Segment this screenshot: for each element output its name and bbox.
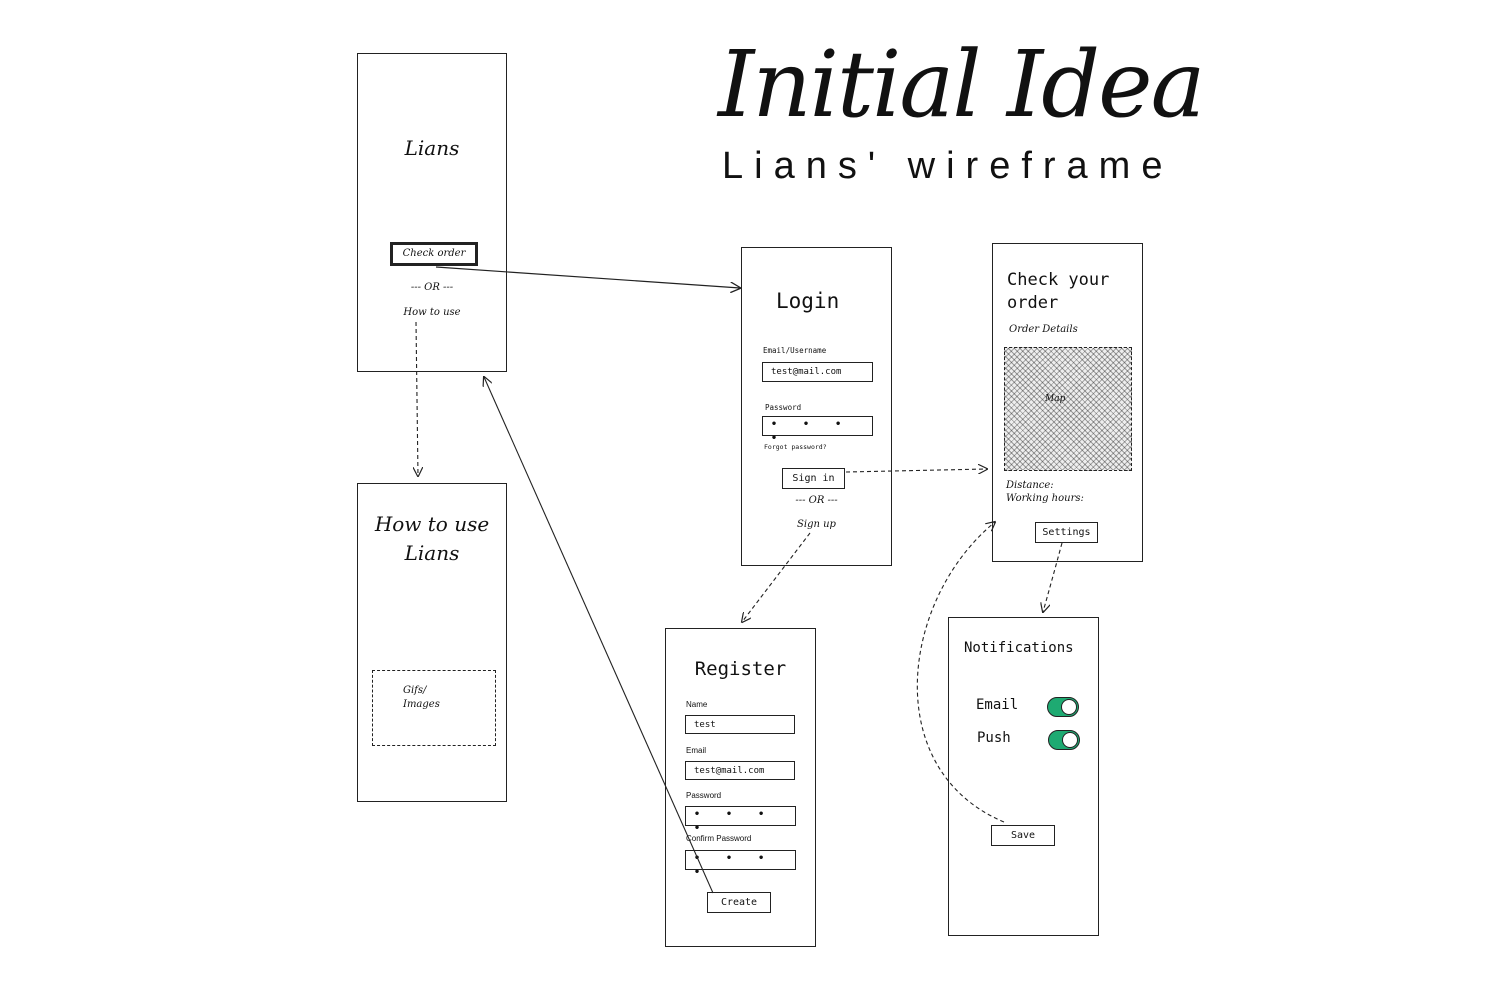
- register-name-label: Name: [686, 700, 708, 709]
- sign-in-button[interactable]: Sign in: [782, 468, 845, 489]
- media-label-line2: Images: [403, 699, 440, 710]
- arrow-sign-in-to-order: [845, 469, 987, 472]
- check-order-title: Check your order: [1007, 269, 1109, 315]
- push-toggle-knob: [1062, 732, 1078, 748]
- login-password-label: Password: [765, 403, 802, 412]
- settings-button[interactable]: Settings: [1035, 522, 1098, 543]
- map-label: Map: [1045, 394, 1066, 404]
- check-order-screen: Check your order Order Details Map Dista…: [992, 243, 1143, 562]
- home-or-divider: --- OR ---: [410, 282, 454, 293]
- diagram-subtitle: Lians' wireframe: [722, 145, 1174, 187]
- how-to-use-screen: How to use Lians Gifs/ Images: [357, 483, 507, 802]
- create-button[interactable]: Create: [707, 892, 771, 913]
- login-or-divider: --- OR ---: [795, 495, 838, 506]
- map-placeholder: Map: [1004, 347, 1132, 471]
- login-email-field[interactable]: test@mail.com: [762, 362, 873, 382]
- order-details-label: Order Details: [1009, 324, 1078, 335]
- register-email-label: Email: [686, 746, 707, 755]
- how-to-use-link[interactable]: How to use: [403, 307, 461, 318]
- arrow-sign-up-to-register: [742, 532, 811, 622]
- home-screen: Lians Check order --- OR --- How to use: [357, 53, 507, 372]
- register-confirm-field[interactable]: • • • •: [685, 850, 796, 878]
- arrow-settings-to-notifications: [1043, 542, 1063, 612]
- arrow-check-order-to-login: [435, 266, 740, 288]
- sign-up-link[interactable]: Sign up: [797, 519, 836, 530]
- how-to-use-title-line2: Lians: [404, 541, 460, 565]
- arrow-create-to-home: [484, 377, 714, 894]
- check-order-button[interactable]: Check order: [390, 242, 478, 266]
- register-title: Register: [694, 658, 787, 680]
- arrow-save-to-order: [916, 522, 1005, 823]
- notifications-title: Notifications: [964, 640, 1074, 656]
- media-label-line1: Gifs/: [403, 685, 427, 696]
- home-title: Lians: [404, 136, 460, 160]
- check-order-title-line1: Check your: [1007, 270, 1110, 290]
- forgot-password-link[interactable]: Forgot password?: [764, 443, 827, 451]
- arrow-how-to-use-to-guide: [416, 321, 418, 476]
- email-toggle-knob: [1061, 699, 1077, 715]
- login-screen: Login Email/Username test@mail.com Passw…: [741, 247, 892, 566]
- check-order-title-line2: order: [1007, 293, 1059, 313]
- distance-label: Distance:: [1006, 480, 1054, 491]
- push-toggle[interactable]: [1048, 730, 1080, 750]
- register-confirm-label: Confirm Password: [686, 834, 752, 843]
- register-email-field[interactable]: test@mail.com: [685, 761, 795, 780]
- register-password-label: Password: [686, 791, 722, 800]
- login-password-field[interactable]: • • • •: [762, 416, 873, 444]
- media-placeholder-label: Gifs/ Images: [403, 684, 440, 712]
- login-email-label: Email/Username: [763, 346, 827, 355]
- how-to-use-title-line1: How to use: [374, 512, 490, 536]
- how-to-use-title: How to use Lians: [358, 510, 506, 568]
- working-hours-label: Working hours:: [1006, 493, 1084, 504]
- push-toggle-label: Push: [977, 730, 1011, 746]
- register-password-field[interactable]: • • • •: [685, 806, 796, 834]
- save-button[interactable]: Save: [991, 825, 1055, 846]
- register-name-field[interactable]: test: [685, 715, 795, 734]
- notifications-screen: Notifications Email Push Save: [948, 617, 1099, 936]
- diagram-title: Initial Idea: [718, 31, 1205, 138]
- email-toggle[interactable]: [1047, 697, 1079, 717]
- login-title: Login: [776, 289, 840, 313]
- media-placeholder: Gifs/ Images: [372, 670, 496, 746]
- email-toggle-label: Email: [976, 697, 1019, 713]
- register-screen: Register Name test Email test@mail.com P…: [665, 628, 816, 947]
